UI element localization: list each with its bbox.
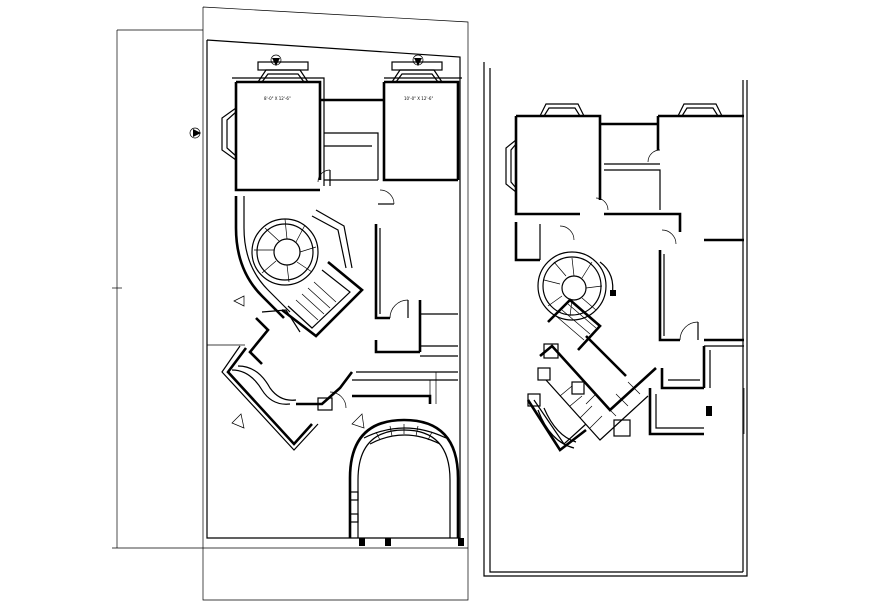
right-plot-boundary bbox=[483, 62, 748, 577]
left-central-hall bbox=[352, 224, 458, 404]
right-upper-rooms bbox=[505, 103, 744, 245]
left-spiral-staircase bbox=[234, 196, 353, 319]
right-stair-hall bbox=[514, 222, 616, 321]
room-label-2: 10'-0" X 12'-6" bbox=[404, 96, 433, 101]
left-upper-rooms: 8'-0" X 12'-6" 10'-0" X 12'-6" bbox=[221, 61, 462, 205]
left-arched-porch bbox=[348, 418, 460, 538]
right-diagonal-wing bbox=[526, 298, 657, 452]
left-diagonal-wing bbox=[221, 260, 364, 451]
room-label-1: 8'-0" X 12'-6" bbox=[264, 96, 291, 101]
right-floor-plan bbox=[483, 62, 748, 577]
right-lower-rooms bbox=[648, 238, 745, 436]
left-plot-boundary bbox=[206, 39, 464, 546]
left-dimension-frame bbox=[112, 6, 469, 601]
left-floor-plan: 8'-0" X 12'-6" 10'-0" X 12'-6" bbox=[112, 6, 469, 601]
